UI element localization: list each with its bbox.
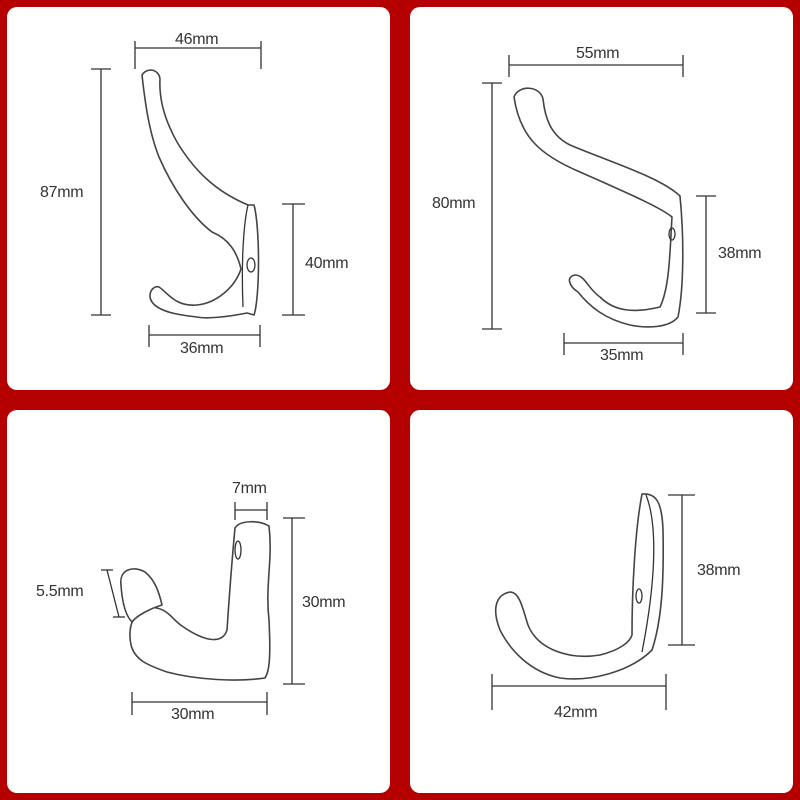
dim-bottom-width: 36mm bbox=[180, 340, 224, 357]
dim-top-width: 46mm bbox=[175, 31, 219, 48]
panel-hook-2: 55mm 80mm 38mm 35mm bbox=[410, 7, 793, 390]
dim-height: 80mm bbox=[432, 195, 476, 212]
dim-lower-height: 38mm bbox=[718, 245, 762, 262]
hook-2-drawing bbox=[482, 55, 716, 355]
panel-hook-4: 38mm 42mm bbox=[410, 410, 793, 793]
dim-height: 30mm bbox=[302, 594, 346, 611]
hook-1-drawing bbox=[91, 41, 305, 347]
hook-4-drawing bbox=[491, 493, 695, 710]
dim-height: 38mm bbox=[697, 562, 741, 579]
hook-4-outline bbox=[494, 493, 665, 680]
dim-height: 87mm bbox=[40, 184, 84, 201]
hook-3-outline bbox=[129, 520, 271, 681]
dim-thickness: 7mm bbox=[232, 480, 267, 497]
dim-lower-height: 40mm bbox=[305, 255, 349, 272]
dim-width: 30mm bbox=[171, 706, 215, 723]
hook-3-drawing bbox=[101, 502, 305, 715]
dim-top-width: 55mm bbox=[576, 45, 620, 62]
dim-bottom-width: 35mm bbox=[600, 347, 644, 364]
hook-2-outline bbox=[513, 87, 684, 328]
panel-hook-1: 46mm 87mm 40mm 36mm bbox=[7, 7, 390, 390]
dim-tip-width: 5.5mm bbox=[36, 583, 84, 600]
hook-1-outline bbox=[141, 69, 260, 319]
panel-hook-3: 7mm 5.5mm 30mm 30mm bbox=[7, 410, 390, 793]
dim-width: 42mm bbox=[554, 704, 598, 721]
